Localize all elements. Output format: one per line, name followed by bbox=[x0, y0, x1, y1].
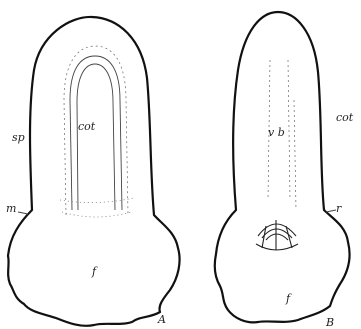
specimen-b-r-tick bbox=[326, 210, 336, 212]
specimen-b-scar bbox=[256, 220, 298, 250]
label-r: r bbox=[336, 202, 342, 215]
specimen-a-outline bbox=[8, 17, 180, 326]
label-a-f: f bbox=[91, 265, 98, 278]
specimen-a-cotyledon-shade-line bbox=[64, 46, 128, 215]
specimen-a-cotyledon-base bbox=[62, 212, 132, 217]
label-panel-a: A bbox=[157, 313, 166, 326]
specimen-a-cotyledon-inner-line bbox=[77, 64, 115, 210]
specimen-b-outline bbox=[215, 12, 350, 322]
specimen-a: sp cot m f A bbox=[6, 17, 180, 326]
label-vb: v b bbox=[268, 126, 285, 139]
specimen-a-cotyledon-base-2 bbox=[60, 198, 134, 203]
specimen-b-vascular-bundle-right-2 bbox=[294, 100, 296, 210]
label-a-cot: cot bbox=[78, 120, 96, 133]
label-m: m bbox=[6, 202, 16, 215]
specimen-b-vascular-bundle-right bbox=[288, 60, 290, 200]
label-b-cot: cot bbox=[336, 111, 354, 124]
label-panel-b: B bbox=[325, 316, 334, 329]
specimen-b: v b cot r f B bbox=[215, 12, 354, 329]
label-sp: sp bbox=[12, 131, 25, 144]
label-b-f: f bbox=[285, 292, 292, 305]
specimen-a-m-tick bbox=[18, 212, 28, 214]
